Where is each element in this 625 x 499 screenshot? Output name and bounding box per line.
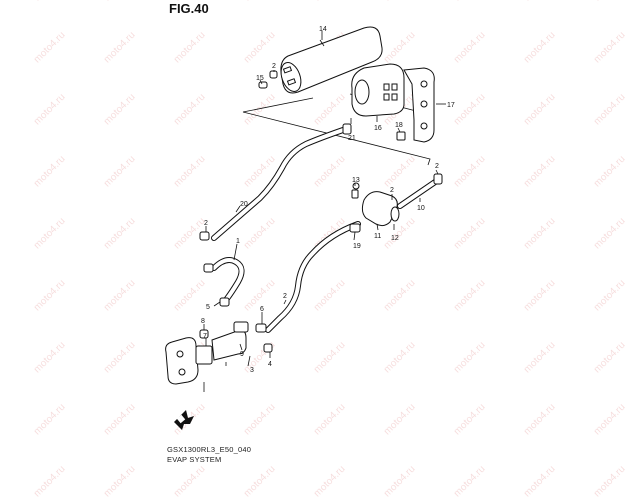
callout-label: 4 xyxy=(268,361,272,368)
callout-label: 21 xyxy=(348,135,356,142)
hose-clamp xyxy=(269,70,278,79)
watermark: moto4.ru xyxy=(381,463,418,499)
callout-label: 14 xyxy=(319,26,327,33)
part-code: GSX1300RL3_E50_040 xyxy=(167,445,252,454)
watermark: moto4.ru xyxy=(241,463,278,499)
hose-clamp xyxy=(342,123,352,135)
assembly-frame-line xyxy=(242,111,431,166)
callout-label: 6 xyxy=(260,306,264,313)
canister-holder xyxy=(351,63,405,117)
callout-label: 17 xyxy=(447,102,455,109)
callout-label: 5 xyxy=(206,304,210,311)
callout-label: 2 xyxy=(283,293,287,300)
evap-system-diagram: 14 15 2 16 17 18 21 13 2 20 2 1 11 12 10… xyxy=(165,26,455,430)
watermark: moto4.ru xyxy=(521,463,558,499)
bracket xyxy=(403,67,435,143)
watermark: moto4.ru xyxy=(171,463,208,499)
watermark: moto4.ru xyxy=(451,463,488,499)
watermark: moto4.ru xyxy=(311,463,348,499)
hose xyxy=(265,221,361,333)
callout-label: 2 xyxy=(390,187,394,194)
callout-label: 3 xyxy=(250,367,254,374)
watermark: moto4.ru xyxy=(101,463,138,499)
hose xyxy=(199,231,245,307)
callout-label: 13 xyxy=(352,177,360,184)
callout-label: 2 xyxy=(204,220,208,227)
callout-label: 9 xyxy=(240,351,244,358)
callout-label: 2 xyxy=(272,63,276,70)
callout-label: 1 xyxy=(236,238,240,245)
hose xyxy=(397,173,443,209)
figure-title: FIG.40 xyxy=(169,1,209,16)
watermark: moto4.ru xyxy=(31,463,68,499)
bolt xyxy=(396,131,406,141)
clip xyxy=(258,81,268,89)
watermark: moto4.ru xyxy=(591,463,625,499)
hose xyxy=(211,127,346,241)
assembly-frame-line xyxy=(242,97,314,113)
callout-labels: 14 15 2 16 17 18 21 13 2 20 2 1 11 12 10… xyxy=(201,26,455,374)
callout-label: 8 xyxy=(201,318,205,325)
callout-label: 12 xyxy=(391,235,399,242)
callout-label: 15 xyxy=(256,75,264,82)
front-arrow-icon xyxy=(174,410,194,430)
leader-lines xyxy=(203,31,446,392)
purge-valve xyxy=(351,182,400,227)
callout-label: 19 xyxy=(353,243,361,250)
callout-label: 20 xyxy=(240,201,248,208)
callout-label: 10 xyxy=(417,205,425,212)
callout-label: 2 xyxy=(435,163,439,170)
callout-label: 18 xyxy=(395,122,403,129)
lower-bracket xyxy=(165,321,273,385)
canister xyxy=(280,26,383,94)
callout-label: 7 xyxy=(203,333,207,340)
callout-label: 16 xyxy=(374,125,382,132)
system-name: EVAP SYSTEM xyxy=(167,455,222,464)
callout-label: 11 xyxy=(374,233,381,240)
diagram-stage: moto4.ru moto4.ru moto4.ru moto4.ru moto4.ru… xyxy=(32,0,625,499)
